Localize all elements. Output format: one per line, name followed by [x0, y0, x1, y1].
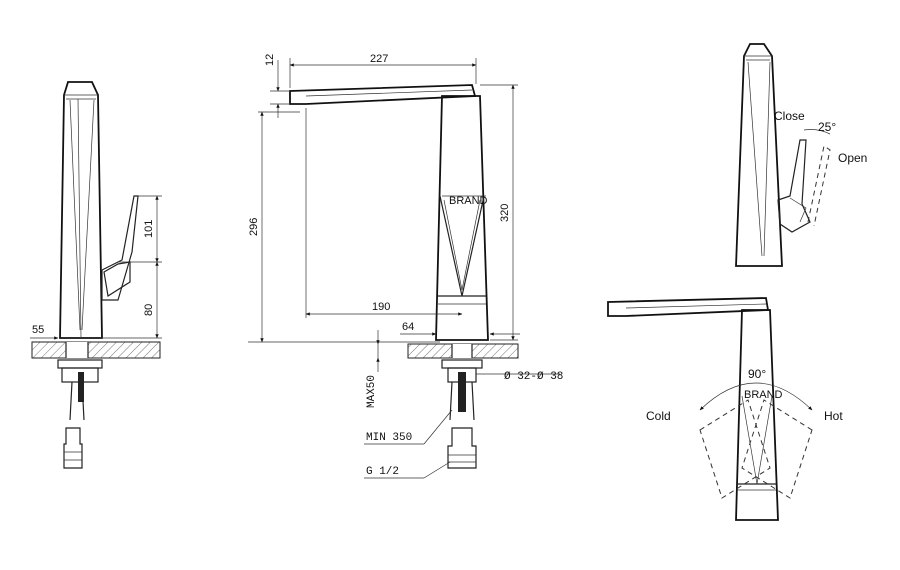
- dim-320: 320: [499, 204, 511, 222]
- dim-227: 227: [370, 53, 388, 65]
- dim-55: 55: [32, 324, 44, 336]
- dim-64: 64: [402, 321, 414, 333]
- dim-12: 12: [264, 54, 276, 66]
- label-90deg: 90°: [748, 367, 766, 381]
- svg-text:BRAND: BRAND: [449, 195, 488, 207]
- dim-80: 80: [143, 304, 155, 316]
- dim-296: 296: [248, 218, 260, 236]
- dim-min350: MIN 350: [366, 432, 412, 444]
- side-view-left: 101 80 55: [30, 81, 162, 469]
- front-view-center: BRAND 12 227 296 320 190 64: [248, 53, 563, 479]
- front-view-rotation: 90° Cold Hot BRAND: [607, 297, 843, 521]
- dim-190: 190: [372, 301, 390, 313]
- side-view-lever-angle: 25° Close Open: [735, 43, 867, 267]
- label-25deg: 25°: [818, 120, 836, 134]
- dim-max50: MAX50: [366, 375, 378, 408]
- label-hot: Hot: [824, 409, 843, 423]
- svg-text:BRAND: BRAND: [744, 389, 783, 401]
- label-open: Open: [838, 151, 867, 165]
- dim-101: 101: [143, 220, 155, 238]
- label-close: Close: [774, 109, 805, 123]
- dim-diameter: Ø 32-Ø 38: [504, 371, 563, 383]
- dim-thread: G 1/2: [366, 466, 399, 478]
- label-cold: Cold: [646, 409, 671, 423]
